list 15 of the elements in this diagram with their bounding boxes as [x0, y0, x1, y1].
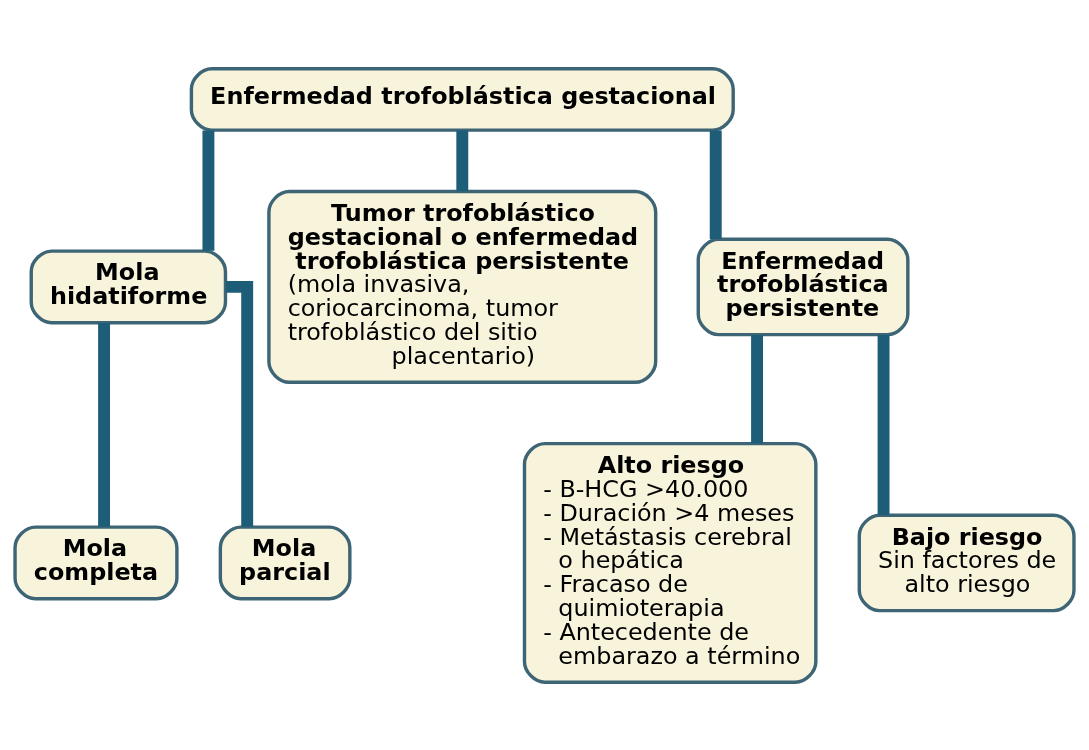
- node-box: Bajo riesgo Sin factores de alto riesgo: [857, 513, 1076, 612]
- node-box: Mola hidatiforme: [29, 248, 228, 324]
- connector: [709, 129, 722, 239]
- connector: [877, 334, 890, 515]
- node-box: Mola completa: [13, 524, 179, 600]
- node-box: Mola parcial: [218, 524, 352, 600]
- node-box: Enfermedad trofoblástica gestacional: [189, 66, 735, 132]
- connector: [225, 280, 254, 527]
- connector: [98, 322, 111, 527]
- node-box: Tumor trofoblástico gestacional o enfermedad trofoblástica persistente (mola invasiva, coriocarcinoma, tumor trofoblástico del sitio placentario): [267, 189, 658, 384]
- connector: [456, 129, 469, 191]
- connector: [202, 129, 215, 251]
- node-box: Enfermedad trofoblástica persistente: [696, 237, 910, 336]
- node-box: Alto riesgo - B-HCG >40.000 - Duración >4 meses - Metástasis cerebral o hepática - Fracaso de quimioterapia - Antecedente de embarazo a término: [522, 441, 818, 684]
- connector: [751, 334, 763, 444]
